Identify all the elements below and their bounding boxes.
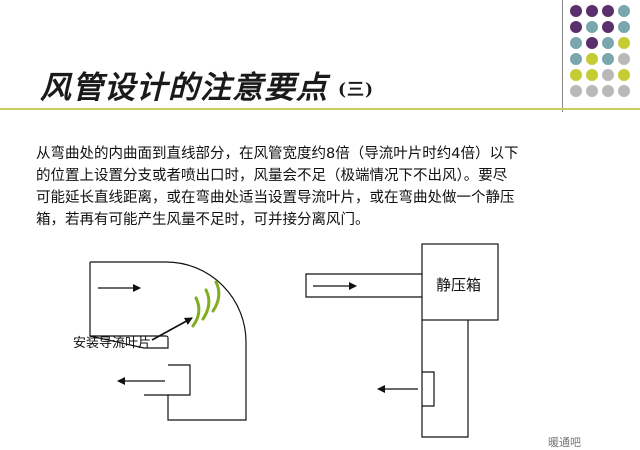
decor-dot-grid (570, 5, 634, 105)
watermark-text: 暖通吧 (548, 436, 581, 449)
elbow-duct-outline (89, 261, 247, 421)
pointer-arrow-icon (151, 317, 193, 341)
decor-dot (570, 21, 582, 33)
vane-label: 安装导流叶片 (73, 336, 151, 351)
decor-dot (602, 53, 614, 65)
decor-dot (618, 37, 630, 49)
decor-dot (618, 85, 630, 97)
decor-dot (602, 85, 614, 97)
title-underline (0, 108, 640, 110)
decor-vertical-line (562, 0, 563, 112)
decor-dot (586, 37, 598, 49)
title-suffix: (三) (338, 80, 375, 100)
decor-dot (586, 85, 598, 97)
decor-dot (570, 85, 582, 97)
decor-dot (602, 21, 614, 33)
left-duct-diagram: 安装导流叶片 (73, 261, 247, 421)
right-duct-diagram: 静压箱 (305, 243, 499, 438)
decor-dot (586, 5, 598, 17)
body-paragraph: 从弯曲处的内曲面到直线部分，在风管宽度约8倍（导流叶片时约4倍）以下 的位置上设… (36, 146, 519, 228)
slide-title: 风管设计的注意要点 (三) (40, 62, 374, 107)
watermark: 暖通吧 (548, 434, 581, 450)
decor-dot (570, 37, 582, 49)
decor-dot (570, 53, 582, 65)
branch-outlet (168, 364, 191, 396)
plenum-box-label: 静压箱 (436, 276, 481, 294)
decor-dot (586, 21, 598, 33)
decor-dot (602, 69, 614, 81)
decor-dot (602, 37, 614, 49)
decor-dot (570, 69, 582, 81)
decor-dot (618, 21, 630, 33)
decor-dot (570, 5, 582, 17)
decor-dot (618, 53, 630, 65)
decor-dot (586, 69, 598, 81)
decor-dot (618, 69, 630, 81)
decor-dot (602, 5, 614, 17)
turning-vane-icon (191, 280, 221, 328)
outlet-duct-outline (421, 320, 469, 438)
branch-outlet (422, 371, 435, 407)
decor-dot (586, 53, 598, 65)
decor-dot (618, 5, 630, 17)
title-text: 风管设计的注意要点 (40, 70, 328, 106)
inlet-duct-outline (305, 273, 422, 298)
plenum-box (421, 243, 499, 321)
